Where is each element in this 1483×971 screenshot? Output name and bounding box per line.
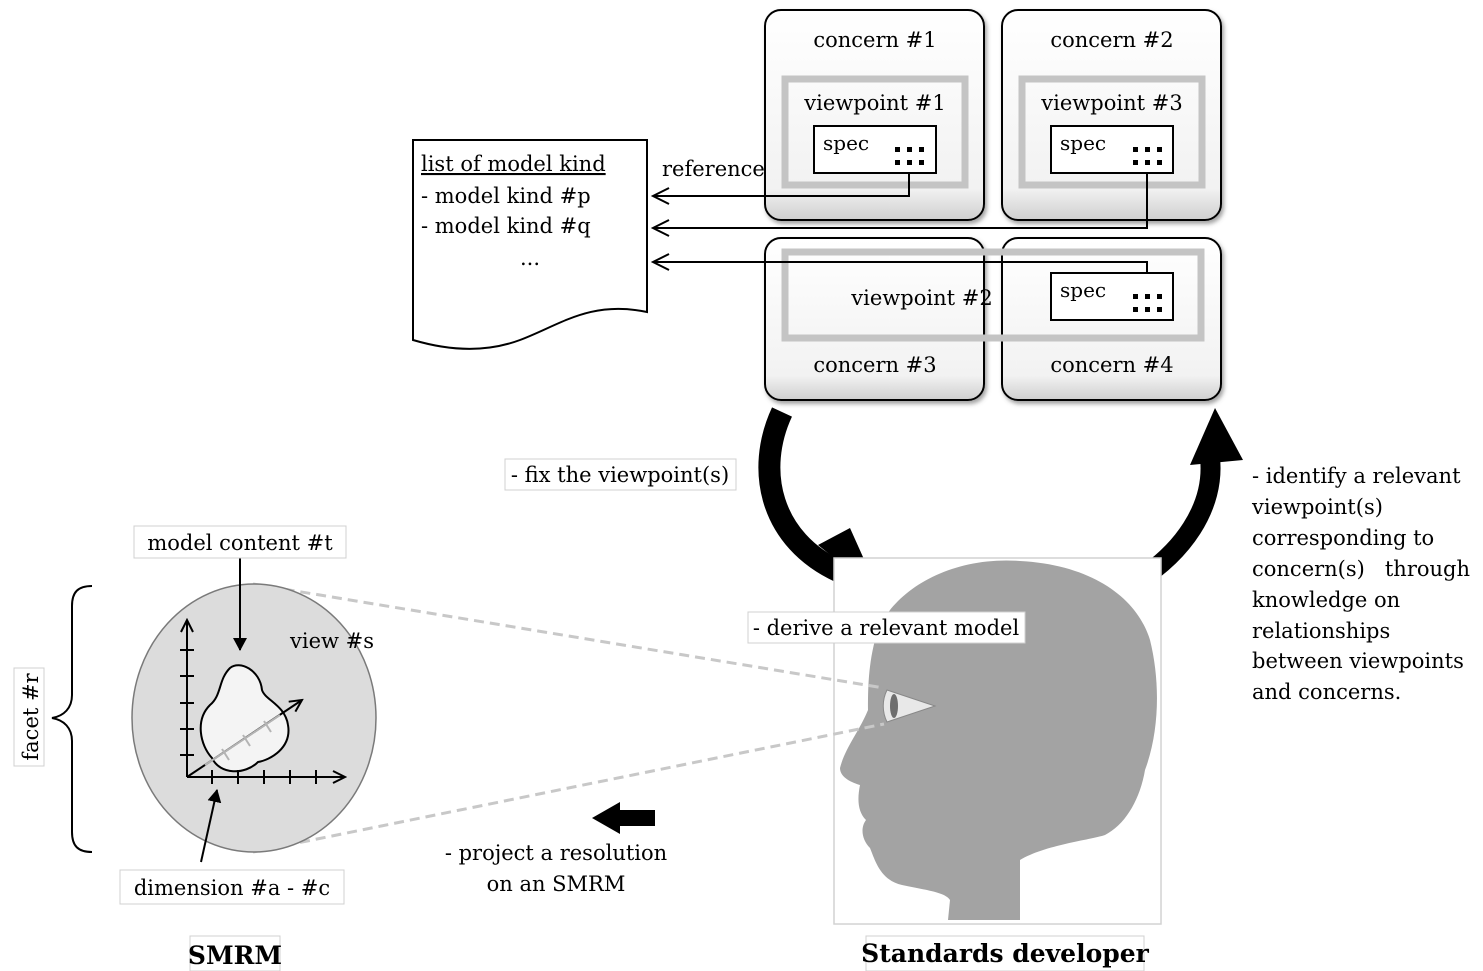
z-axis-inner: [204, 714, 281, 766]
identify-line: corresponding to: [1252, 526, 1434, 550]
spec-box-2: spec: [1050, 272, 1174, 321]
model-list-title: list of model kind: [421, 152, 606, 176]
concern-3-label: concern #3: [813, 353, 936, 377]
identify-line: viewpoint(s): [1251, 495, 1383, 519]
view-line-top: [252, 582, 885, 690]
axis-ticks: [180, 649, 317, 784]
grid-icon: [895, 147, 924, 165]
reference-arrowhead-2: [650, 253, 670, 271]
model-list-ellipsis: ...: [520, 246, 540, 270]
spec-box-1: spec: [813, 125, 937, 174]
identify-line: knowledge on: [1252, 588, 1400, 612]
smrm-title-group: SMRM: [188, 935, 282, 971]
developer-title-group: Standards developer: [861, 935, 1150, 971]
concern-1-label: concern #1: [813, 28, 936, 52]
identify-line: between viewpoints: [1252, 649, 1464, 673]
model-list-item-p: - model kind #p: [421, 184, 591, 208]
viewpoint-2-frame: viewpoint #2: [781, 248, 1205, 342]
grid-icon: [1133, 294, 1162, 312]
spec-1-label: spec: [823, 131, 869, 155]
head-silhouette: [840, 560, 1157, 920]
identify-line: - identify a relevant: [1252, 464, 1461, 488]
project-label-line1: - project a resolution: [445, 841, 667, 865]
derive-model-label-group: - derive a relevant model: [747, 611, 1026, 644]
model-content-label-group: model content #t: [133, 525, 347, 559]
dimension-label-group: dimension #a - #c: [119, 869, 345, 905]
z-axis-ticks: [221, 720, 272, 761]
reference-arrow-q: [653, 174, 1148, 229]
grid-icon: [1133, 147, 1162, 165]
project-label-line2: on an SMRM: [487, 872, 626, 896]
viewpoint-3-label: viewpoint #3: [1040, 91, 1182, 115]
concern-4-label: concern #4: [1050, 353, 1173, 377]
viewpoint-2-label: viewpoint #2: [850, 286, 992, 310]
model-content-blob: [199, 664, 290, 773]
model-list-item-q: - model kind #q: [421, 214, 591, 238]
smrm-title: SMRM: [188, 941, 282, 970]
viewpoint-1-frame: viewpoint #1: [781, 75, 969, 189]
fix-viewpoint-label-group: - fix the viewpoint(s): [504, 458, 737, 491]
spec-3-label: spec: [1060, 131, 1106, 155]
viewpoint-3-frame: viewpoint #3: [1018, 75, 1206, 189]
reference-arrowhead-p: [650, 187, 670, 205]
facet-label: facet #r: [19, 672, 43, 760]
identify-line: and concerns.: [1252, 680, 1401, 704]
derive-model-label: - derive a relevant model: [753, 616, 1020, 640]
identify-line: relationships: [1252, 619, 1390, 643]
facet-brace: [51, 585, 93, 853]
spec-box-3: spec: [1050, 125, 1174, 174]
developer-title: Standards developer: [861, 939, 1149, 968]
reference-arrowhead-q: [650, 219, 670, 237]
concern-2-label: concern #2: [1050, 28, 1173, 52]
dimension-pointer: [200, 789, 222, 863]
facet-label-group: facet #r: [13, 667, 45, 767]
view-label: view #s: [289, 629, 374, 653]
identify-line: concern(s) through: [1252, 557, 1470, 581]
concern-box-3: concern #3: [764, 237, 985, 401]
smrm-figure: view #s: [131, 558, 885, 863]
reference-arrow-p: [653, 174, 910, 197]
project-arrow: [592, 802, 655, 834]
view-line-bottom: [252, 722, 885, 854]
identify-text-block: - identify a relevant viewpoint(s) corre…: [1251, 464, 1470, 704]
fix-viewpoint-label: - fix the viewpoint(s): [511, 463, 729, 487]
reference-arrow-2: [653, 261, 1148, 273]
dimension-label: dimension #a - #c: [134, 876, 330, 900]
spec-2-label: spec: [1060, 278, 1106, 302]
viewpoint-1-label: viewpoint #1: [803, 91, 945, 115]
model-content-label: model content #t: [147, 531, 333, 555]
reference-label: reference: [662, 157, 765, 181]
model-kind-document: list of model kind - model kind #p - mod…: [412, 139, 648, 350]
